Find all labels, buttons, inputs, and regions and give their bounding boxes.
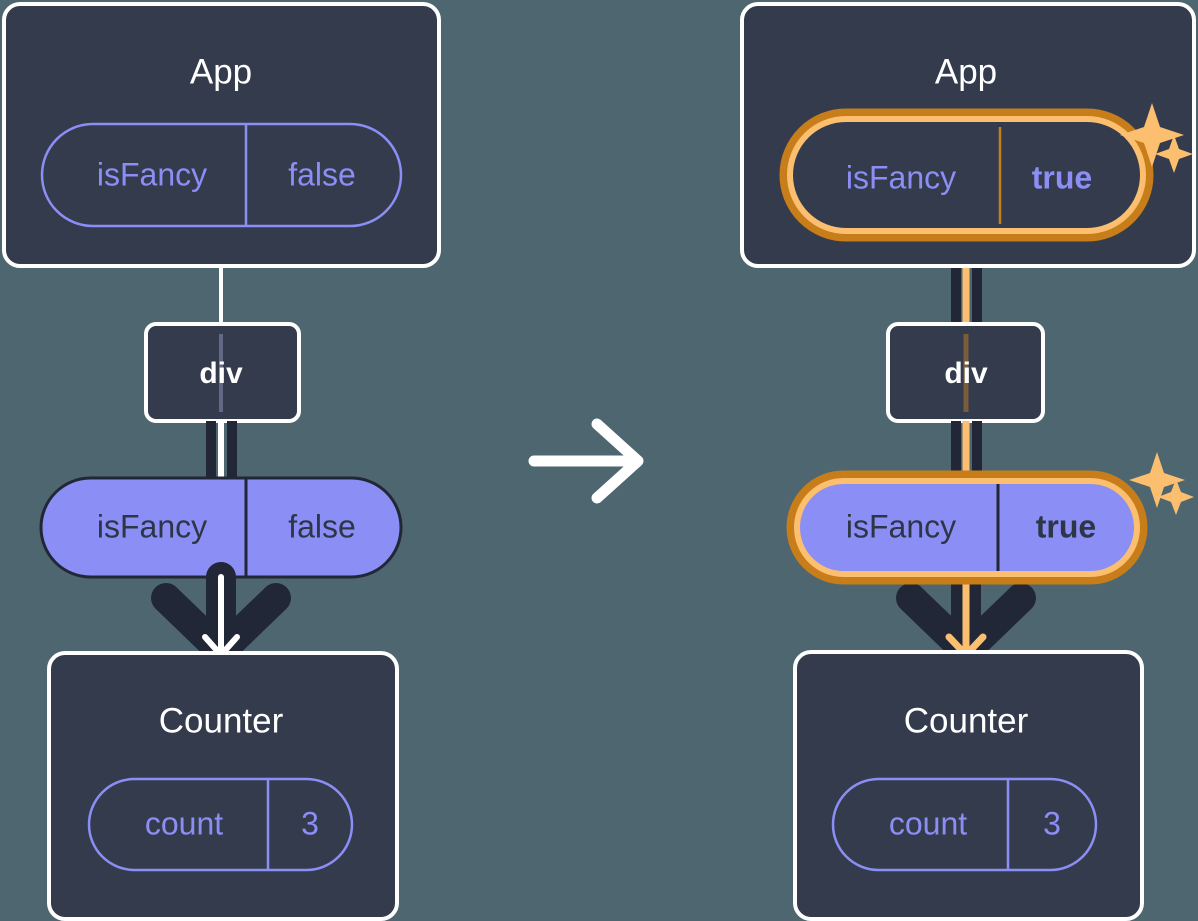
app-box-after: App isFancy true xyxy=(740,2,1196,268)
pill-value: false xyxy=(288,156,356,192)
pill-key: count xyxy=(889,805,967,841)
app-box-frame xyxy=(2,2,441,268)
pill-key: isFancy xyxy=(846,159,956,195)
pill-value: true xyxy=(1032,159,1092,195)
prop-pill-after: isFancy true xyxy=(786,470,1148,585)
div-label: div xyxy=(199,357,243,390)
arrow-prop-to-counter-after xyxy=(896,562,1036,666)
app-title: App xyxy=(935,52,997,91)
div-box-before: div xyxy=(144,322,301,423)
sparkle-icon-large xyxy=(1129,452,1185,508)
counter-state-pill-after: count 3 xyxy=(831,777,1098,872)
app-state-pill-after: isFancy true xyxy=(779,108,1154,242)
pill-value: 3 xyxy=(1043,805,1061,841)
transition-arrow xyxy=(528,418,644,504)
pill-highlight-inner-ring xyxy=(787,116,1146,234)
after-panel: App isFancy true div xyxy=(740,2,1196,921)
pill-key: isFancy xyxy=(846,508,956,544)
app-title: App xyxy=(190,52,252,91)
pill-key: count xyxy=(145,805,223,841)
pill-body xyxy=(794,478,1140,577)
counter-box-frame xyxy=(47,651,399,921)
counter-title: Counter xyxy=(904,701,1029,740)
pill-outline xyxy=(831,777,1098,872)
pill-key: isFancy xyxy=(97,156,207,192)
sparkle-icon-prop xyxy=(1129,452,1194,515)
counter-box-before: Counter count 3 xyxy=(47,651,399,921)
pill-value: true xyxy=(1036,508,1096,544)
counter-state-pill-before: count 3 xyxy=(87,777,354,872)
pill-value: false xyxy=(288,508,356,544)
counter-box-frame xyxy=(793,650,1144,921)
counter-box-after: Counter count 3 xyxy=(793,650,1144,921)
counter-title: Counter xyxy=(159,701,284,740)
arrow-right-icon-head xyxy=(591,418,644,504)
app-box-before: App isFancy false xyxy=(2,2,441,268)
arrow-prop-to-counter-before xyxy=(151,562,291,666)
prop-pill-before: isFancy false xyxy=(39,476,403,579)
edge-div-to-prop-before xyxy=(206,421,237,482)
pill-highlight-outer-ring xyxy=(786,470,1148,585)
pill-key: isFancy xyxy=(97,508,207,544)
app-state-pill-before: isFancy false xyxy=(40,122,403,228)
pill-outline xyxy=(87,777,354,872)
sparkle-icon-small xyxy=(1158,479,1194,515)
div-label: div xyxy=(944,357,988,390)
before-panel: App isFancy false div isFanc xyxy=(2,2,441,921)
pill-value: 3 xyxy=(301,805,319,841)
sparkle-icon-app xyxy=(1120,103,1193,173)
pill-outline xyxy=(40,122,403,228)
sparkle-icon-small xyxy=(1155,135,1193,173)
pill-highlight-outer-ring xyxy=(779,108,1154,242)
div-box-after: div xyxy=(886,322,1045,423)
sparkle-icon-large xyxy=(1120,103,1184,167)
